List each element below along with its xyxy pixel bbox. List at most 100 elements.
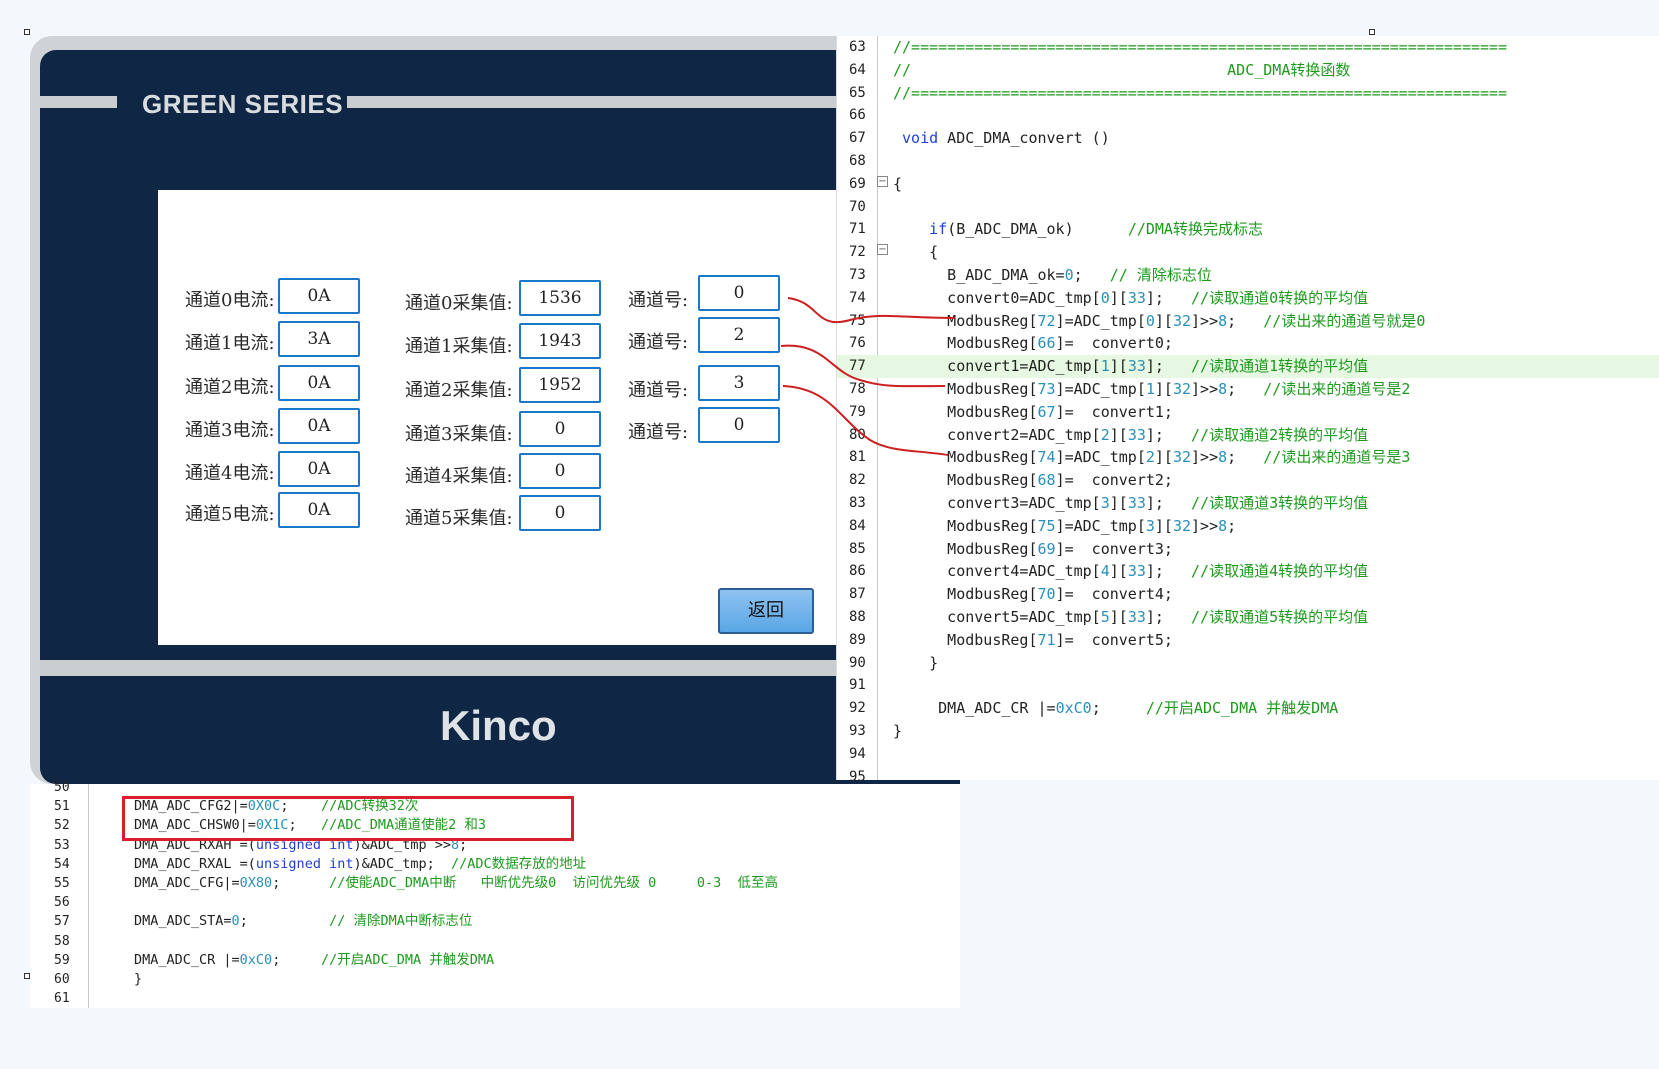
code-line[interactable]: 69{ <box>837 173 1659 196</box>
line-number: 89 <box>849 631 866 648</box>
code-line[interactable]: 90 } <box>837 652 1659 675</box>
code-line[interactable]: 63//====================================… <box>837 36 1659 59</box>
code-line[interactable]: 85 ModbusReg[69]= convert3; <box>837 538 1659 561</box>
back-button[interactable]: 返回 <box>718 588 814 634</box>
line-text: DMA_ADC_CR |=0xC0; //开启ADC_DMA 并触发DMA <box>893 699 1339 718</box>
line-number: 53 <box>54 837 70 853</box>
line-text: if(B_ADC_DMA_ok) //DMA转换完成标志 <box>929 220 1263 239</box>
code-line[interactable]: 83 convert3=ADC_tmp[3][33]; //读取通道3转换的平均… <box>837 492 1659 515</box>
line-number: 57 <box>54 914 70 930</box>
line-text: ModbusReg[71]= convert5; <box>893 630 1173 649</box>
code-line[interactable]: 68 <box>837 150 1659 173</box>
line-number: 50 <box>54 780 70 795</box>
header-stripe-right <box>347 96 847 108</box>
code-line[interactable]: 88 convert5=ADC_tmp[5][33]; //读取通道5转换的平均… <box>837 606 1659 629</box>
channel-number-label: 通道号: <box>628 380 689 401</box>
sample-field[interactable]: 0 <box>519 411 601 447</box>
sample-label: 通道3采集值: <box>405 424 513 445</box>
line-number: 73 <box>849 267 866 283</box>
code-line[interactable]: 86 convert4=ADC_tmp[4][33]; //读取通道4转换的平均… <box>837 560 1659 583</box>
channel-number-field[interactable]: 3 <box>698 365 780 401</box>
fold-toggle-icon[interactable]: − <box>877 244 888 255</box>
current-field[interactable]: 0A <box>278 492 360 528</box>
current-field[interactable]: 0A <box>278 365 360 401</box>
sample-field[interactable]: 0 <box>519 453 601 489</box>
current-field[interactable]: 0A <box>278 408 360 444</box>
line-text: } <box>893 653 939 672</box>
line-number: 94 <box>849 745 866 762</box>
line-number: 82 <box>849 472 866 489</box>
selection-handle-bottom-left[interactable] <box>24 973 30 979</box>
channel-number-field[interactable]: 2 <box>698 317 780 353</box>
code-line[interactable]: 80 convert2=ADC_tmp[2][33]; //读取通道2转换的平均… <box>837 424 1659 447</box>
footer-stripe <box>40 660 960 676</box>
code-line[interactable]: 50 <box>30 778 960 797</box>
selection-handle-top-right[interactable] <box>1369 29 1375 35</box>
sample-field[interactable]: 1952 <box>519 367 601 403</box>
code-line[interactable]: 74 convert0=ADC_tmp[0][33]; //读取通道0转换的平均… <box>837 287 1659 310</box>
line-number: 86 <box>849 563 866 580</box>
line-text: DMA_ADC_CR |=0xC0; //开启ADC_DMA 并触发DMA <box>134 951 495 968</box>
code-line[interactable]: 89 ModbusReg[71]= convert5; <box>837 629 1659 652</box>
line-text: DMA_ADC_CFG2|=0X0C; //ADC转换32次 <box>134 798 419 815</box>
sample-field[interactable]: 1943 <box>519 323 601 359</box>
line-number: 90 <box>849 654 866 671</box>
current-field[interactable]: 0A <box>278 278 360 314</box>
selection-handle-top-left[interactable] <box>24 29 30 35</box>
current-field[interactable]: 0A <box>278 451 360 487</box>
code-line[interactable]: 81 ModbusReg[74]=ADC_tmp[2][32]>>8; //读出… <box>837 446 1659 469</box>
line-number: 56 <box>54 895 70 911</box>
code-line[interactable]: 61 <box>30 989 960 1008</box>
code-line[interactable]: 71 if(B_ADC_DMA_ok) //DMA转换完成标志 <box>837 218 1659 241</box>
code-line[interactable]: 67 void ADC_DMA_convert () <box>837 127 1659 150</box>
code-line[interactable]: 72 { <box>837 241 1659 264</box>
sample-label: 通道5采集值: <box>405 508 513 529</box>
code-line[interactable]: 91 <box>837 674 1659 697</box>
fold-toggle-icon[interactable]: − <box>877 176 888 187</box>
sample-field[interactable]: 1536 <box>519 280 601 316</box>
code-line[interactable]: 79 ModbusReg[67]= convert1; <box>837 401 1659 424</box>
code-line[interactable]: 75 ModbusReg[72]=ADC_tmp[0][32]>>8; //读出… <box>837 310 1659 333</box>
header-stripe-left <box>40 96 117 108</box>
sample-field[interactable]: 0 <box>519 495 601 531</box>
code-line[interactable]: 93} <box>837 720 1659 743</box>
code-line[interactable]: 82 ModbusReg[68]= convert2; <box>837 469 1659 492</box>
code-line[interactable]: 70 <box>837 196 1659 219</box>
code-line[interactable]: 76 ModbusReg[66]= convert0; <box>837 332 1659 355</box>
code-line[interactable]: 65//====================================… <box>837 82 1659 105</box>
code-line[interactable]: 73 B_ADC_DMA_ok=0; // 清除标志位 <box>837 264 1659 287</box>
line-number: 64 <box>849 61 866 78</box>
channel-number-field[interactable]: 0 <box>698 275 780 311</box>
code-line[interactable]: 92 DMA_ADC_CR |=0xC0; //开启ADC_DMA 并触发DMA <box>837 697 1659 720</box>
channel-number-field[interactable]: 0 <box>698 407 780 443</box>
line-number: 85 <box>849 540 866 557</box>
brand-logo: Kinco <box>440 702 557 749</box>
line-number: 61 <box>54 991 70 1007</box>
current-field[interactable]: 3A <box>278 321 360 357</box>
line-text: ModbusReg[74]=ADC_tmp[2][32]>>8; //读出来的通… <box>893 448 1411 467</box>
code-line[interactable]: 56 <box>30 893 960 912</box>
code-line[interactable]: 64// ADC_DMA转换函数 <box>837 59 1659 82</box>
sample-label: 通道4采集值: <box>405 466 513 487</box>
code-line[interactable]: 78 ModbusReg[73]=ADC_tmp[1][32]>>8; //读出… <box>837 378 1659 401</box>
line-text: ModbusReg[73]=ADC_tmp[1][32]>>8; //读出来的通… <box>893 380 1411 398</box>
code-line[interactable]: 77 convert1=ADC_tmp[1][33]; //读取通道1转换的平均… <box>837 355 1659 379</box>
code-editor-right[interactable]: 63//====================================… <box>836 36 1659 785</box>
code-line[interactable]: 60} <box>30 970 960 989</box>
code-line[interactable]: 58 <box>30 932 960 951</box>
code-line[interactable]: 94 <box>837 743 1659 766</box>
line-text: ModbusReg[69]= convert3; <box>893 539 1173 558</box>
code-line[interactable]: 87 ModbusReg[70]= convert4; <box>837 583 1659 606</box>
code-line[interactable]: 84 ModbusReg[75]=ADC_tmp[3][32]>>8; <box>837 515 1659 538</box>
code-line[interactable]: 95 <box>837 766 1659 789</box>
code-line[interactable]: 66 <box>837 104 1659 127</box>
